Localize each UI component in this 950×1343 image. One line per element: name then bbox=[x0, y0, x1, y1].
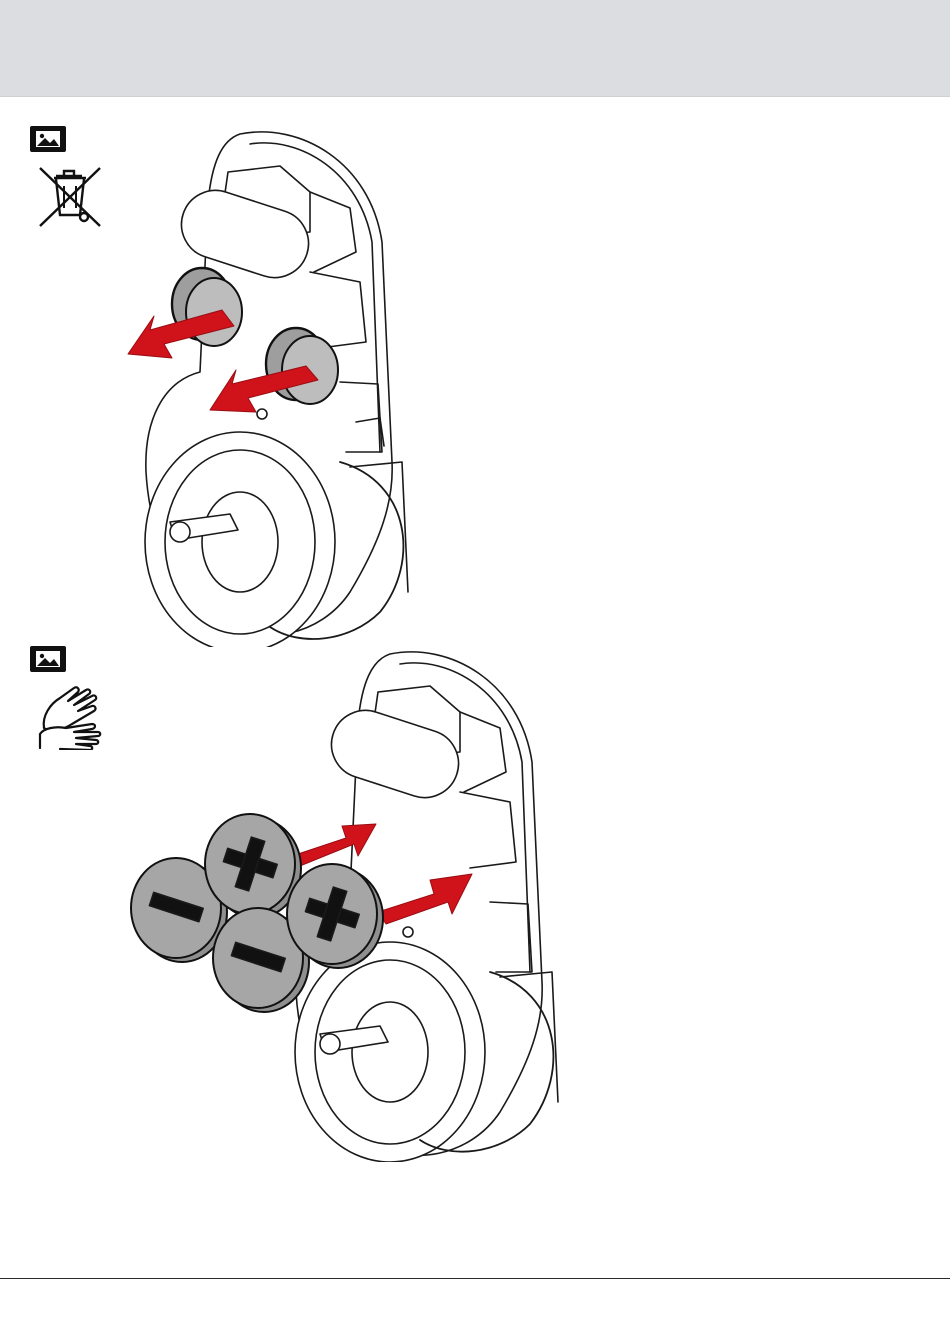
footer-divider bbox=[0, 1278, 950, 1279]
insert-batteries-illustration bbox=[120, 642, 570, 1162]
image-icon bbox=[30, 126, 66, 152]
step-1 bbox=[0, 112, 950, 642]
hands-icon bbox=[34, 682, 106, 755]
image-icon bbox=[30, 646, 66, 672]
remove-batteries-illustration bbox=[110, 122, 430, 647]
step-2 bbox=[0, 632, 950, 1162]
crossed-out-wheelie-bin-icon bbox=[34, 162, 106, 235]
header-band bbox=[0, 0, 950, 97]
